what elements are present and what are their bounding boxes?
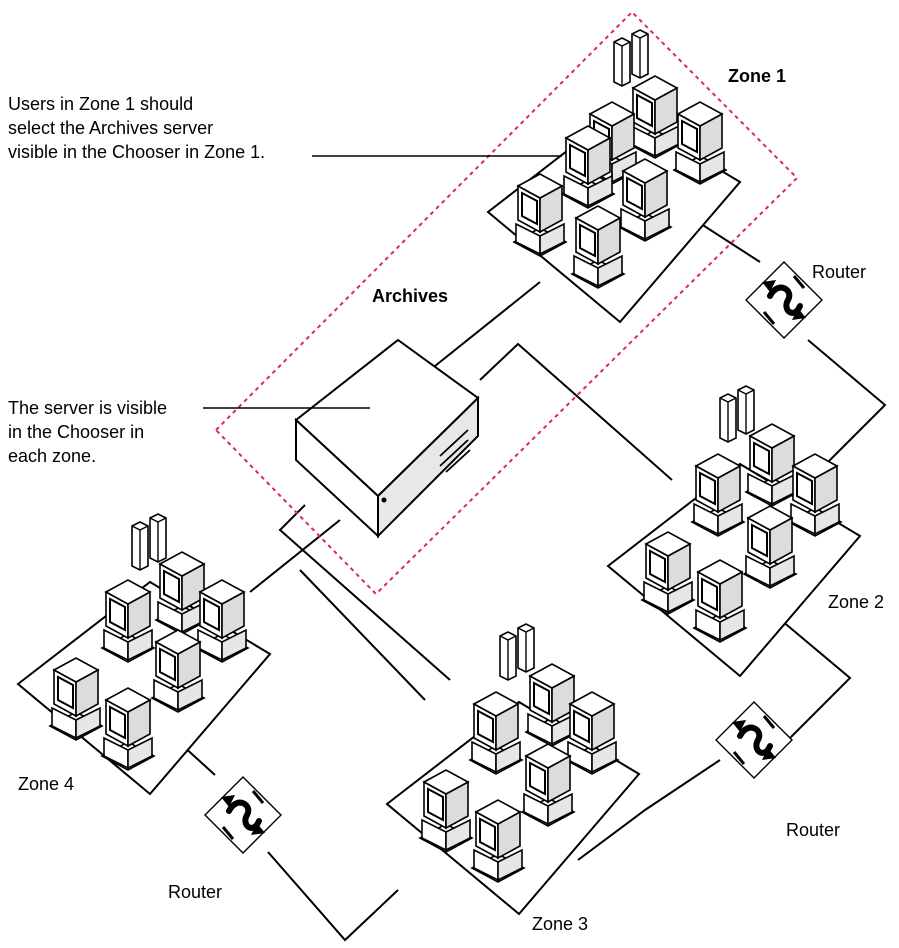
zone1-callout-text: Users in Zone 1 should select the Archiv…: [8, 92, 265, 164]
zone1-callout-line: Users in Zone 1 should: [8, 94, 194, 114]
server-callout-text: The server is visible in the Chooser in …: [8, 396, 167, 468]
zone1-label: Zone 1: [728, 66, 787, 86]
server-callout-line: The server is visible: [8, 398, 168, 418]
archives-server: [294, 338, 480, 539]
router-3-icon: [205, 777, 281, 853]
router-2-icon: [716, 702, 792, 778]
zone3-label: Zone 3: [532, 914, 589, 934]
server-callout-line: in the Chooser in: [8, 422, 145, 442]
archives-label: Archives: [372, 286, 449, 306]
router-1-icon: [746, 262, 822, 338]
router-1-label: Router: [812, 262, 867, 282]
zone1-highlight-boundary: [214, 10, 799, 596]
zone2-computers: [641, 385, 842, 643]
zone1-callout-line: select the Archives server: [8, 118, 214, 138]
router-3-label: Router: [168, 882, 223, 902]
server-callout-line: each zone.: [8, 446, 97, 466]
zone1-callout-line: visible in the Chooser in Zone 1.: [8, 142, 266, 162]
router-2-label: Router: [786, 820, 841, 840]
zone4-label: Zone 4: [18, 774, 75, 794]
zone2-label: Zone 2: [828, 592, 885, 612]
zone3-computers: [419, 623, 619, 883]
